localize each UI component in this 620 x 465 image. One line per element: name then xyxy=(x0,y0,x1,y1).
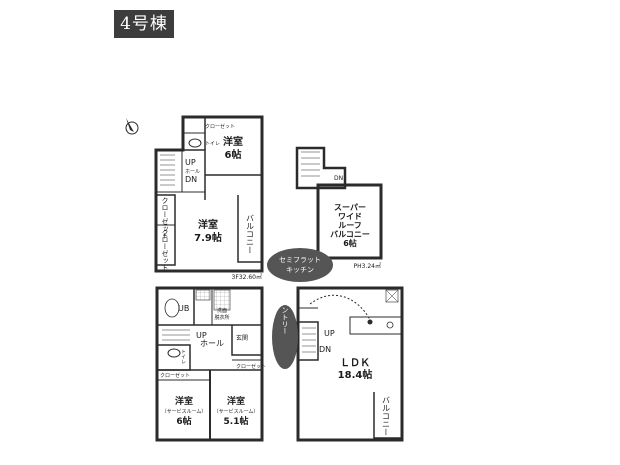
floor2-plan xyxy=(296,286,404,442)
ph-dn-label: DN xyxy=(334,175,343,182)
f3-room-mid-size: 7.9帖 xyxy=(194,231,222,244)
f1-room-right-size: 5.1帖 xyxy=(224,415,249,427)
floor3-plan xyxy=(154,115,264,273)
f3-room-top-size: 6帖 xyxy=(225,148,242,161)
floor1-plan xyxy=(155,286,264,442)
f3-room-top-name: 洋室 xyxy=(223,135,243,148)
f1-room-right-sub: （サービスルーム） xyxy=(214,408,259,415)
f1-ub-label: UB xyxy=(178,304,189,313)
f3-area-label: 3F32.60㎡ xyxy=(232,273,262,281)
pantry-callout: 広々パントリー xyxy=(272,285,298,369)
f1-toilet-label: トイレ xyxy=(180,349,186,364)
f1-entrance-label: 玄関 xyxy=(236,334,248,342)
f1-room-left-name: 洋室 xyxy=(175,395,193,407)
f3-closet-left-label: クローゼット xyxy=(161,197,169,239)
f3-toilet-label: トイレ xyxy=(205,141,220,147)
ph-roof-line1: スーパー xyxy=(334,202,366,212)
f3-up-label: UP xyxy=(185,158,196,167)
kitchen-callout-line2: キッチン xyxy=(286,266,314,274)
ph-roof-line3: ルーフ xyxy=(338,221,362,230)
kitchen-marker-icon xyxy=(367,319,373,325)
ph-area-label: PH3.24㎡ xyxy=(354,262,382,270)
north-arrow-icon xyxy=(125,118,139,135)
f1-hall-label: ホール xyxy=(200,339,224,348)
f3-balcony-label: バルコニー xyxy=(246,214,255,254)
f3-room-mid-name: 洋室 xyxy=(198,218,218,231)
kitchen-callout-line1: セミフラット xyxy=(279,256,321,264)
f2-ldk-name: ＬＤＫ xyxy=(340,357,370,369)
f1-room-left-size: 6帖 xyxy=(176,415,191,427)
ph-roof-line4: バルコニー xyxy=(330,230,370,239)
f3-closet-top-label: クローゼット xyxy=(205,123,235,130)
kitchen-callout: セミフラット キッチン xyxy=(267,248,333,282)
f3-hall-label: ホール xyxy=(185,169,200,175)
f2-balcony-label: バルコニー xyxy=(382,396,391,436)
f1-closet-left-label: クローゼット xyxy=(160,372,190,379)
pantry-callout-label: 広々パントリー xyxy=(281,285,289,335)
f2-ldk-size: 18.4帖 xyxy=(338,368,373,381)
f1-room-left-sub: （サービスルーム） xyxy=(162,408,207,415)
penthouse-plan xyxy=(295,146,383,260)
building-title: 4号棟 xyxy=(114,10,174,38)
ph-roof-line2: ワイド xyxy=(338,212,362,221)
f3-closet-bottom-label: クローゼット xyxy=(161,229,169,271)
f1-room-right-name: 洋室 xyxy=(227,395,245,407)
ph-roof-size: 6帖 xyxy=(343,238,357,248)
f1-washroom-line2: 脱衣所 xyxy=(214,314,229,321)
f2-up-label: UP xyxy=(324,329,335,338)
f2-dn-label: DN xyxy=(319,345,331,354)
f1-up-label: UP xyxy=(196,331,207,340)
f1-washroom-line1: 洗面 xyxy=(217,307,227,314)
f1-closet-right-label: クローゼット xyxy=(236,363,266,370)
f3-dn-label: DN xyxy=(185,175,197,184)
